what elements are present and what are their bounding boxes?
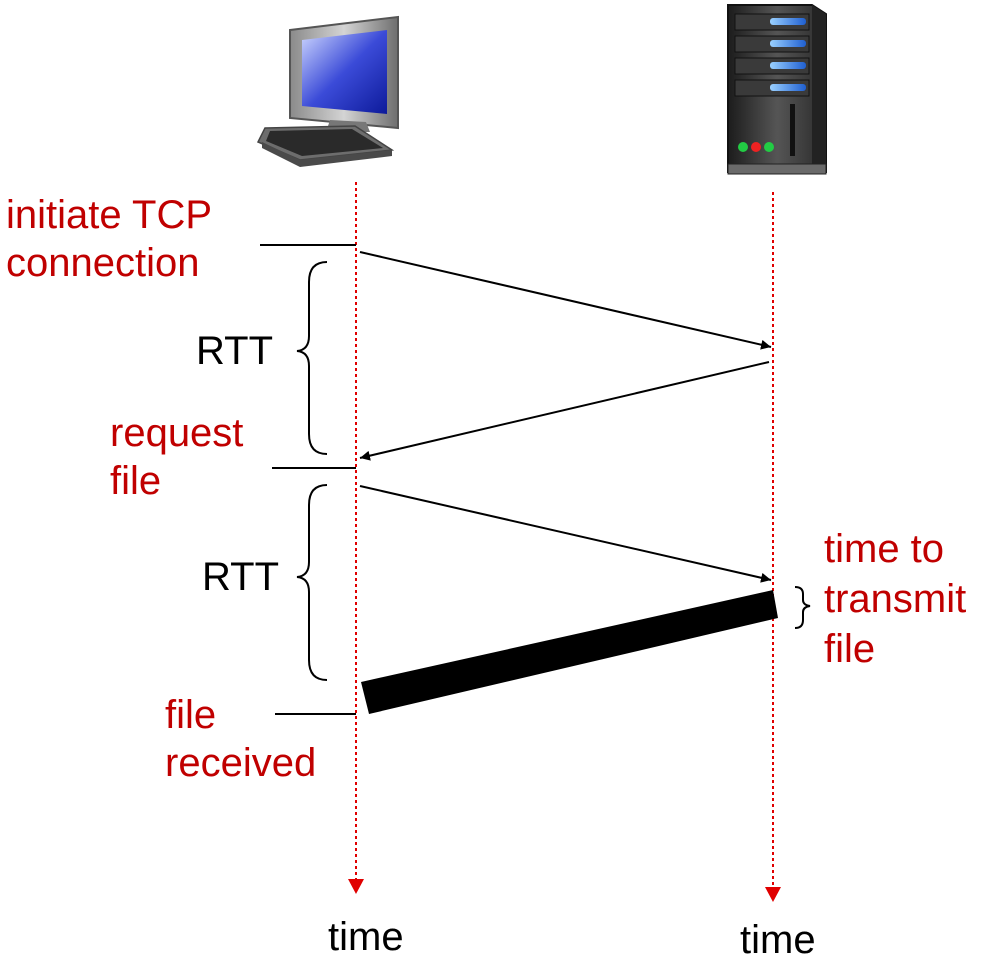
server-time-label: time	[740, 918, 816, 957]
rtt-first-brace	[296, 261, 328, 455]
request-message-arrow	[359, 485, 772, 583]
received-label-line1: file	[165, 693, 216, 737]
server-timeline-arrowhead	[765, 887, 781, 902]
rtt-second-brace	[296, 484, 328, 681]
transmit-brace	[794, 586, 811, 629]
rtt-first-label: RTT	[196, 329, 273, 373]
synack-message-arrow	[359, 361, 770, 461]
syn-message-arrow	[359, 251, 772, 350]
request-label-line2: file	[110, 459, 161, 503]
file-transmission-band	[361, 590, 778, 714]
initiate-label-line2: connection	[6, 241, 199, 285]
client-time-label: time	[328, 915, 404, 957]
server-tower-icon	[727, 4, 827, 175]
transmit-label-line3: file	[824, 627, 875, 671]
transmit-label-line1: time to	[824, 527, 944, 571]
desktop-computer-icon	[256, 15, 399, 167]
transmit-label-line2: transmit	[824, 577, 966, 621]
initiate-label-line1: initiate TCP	[6, 193, 212, 237]
client-timeline-arrowhead	[348, 879, 364, 894]
rtt-second-label: RTT	[202, 555, 279, 599]
request-label-line1: request	[110, 411, 243, 455]
received-label-line2: received	[165, 741, 316, 785]
